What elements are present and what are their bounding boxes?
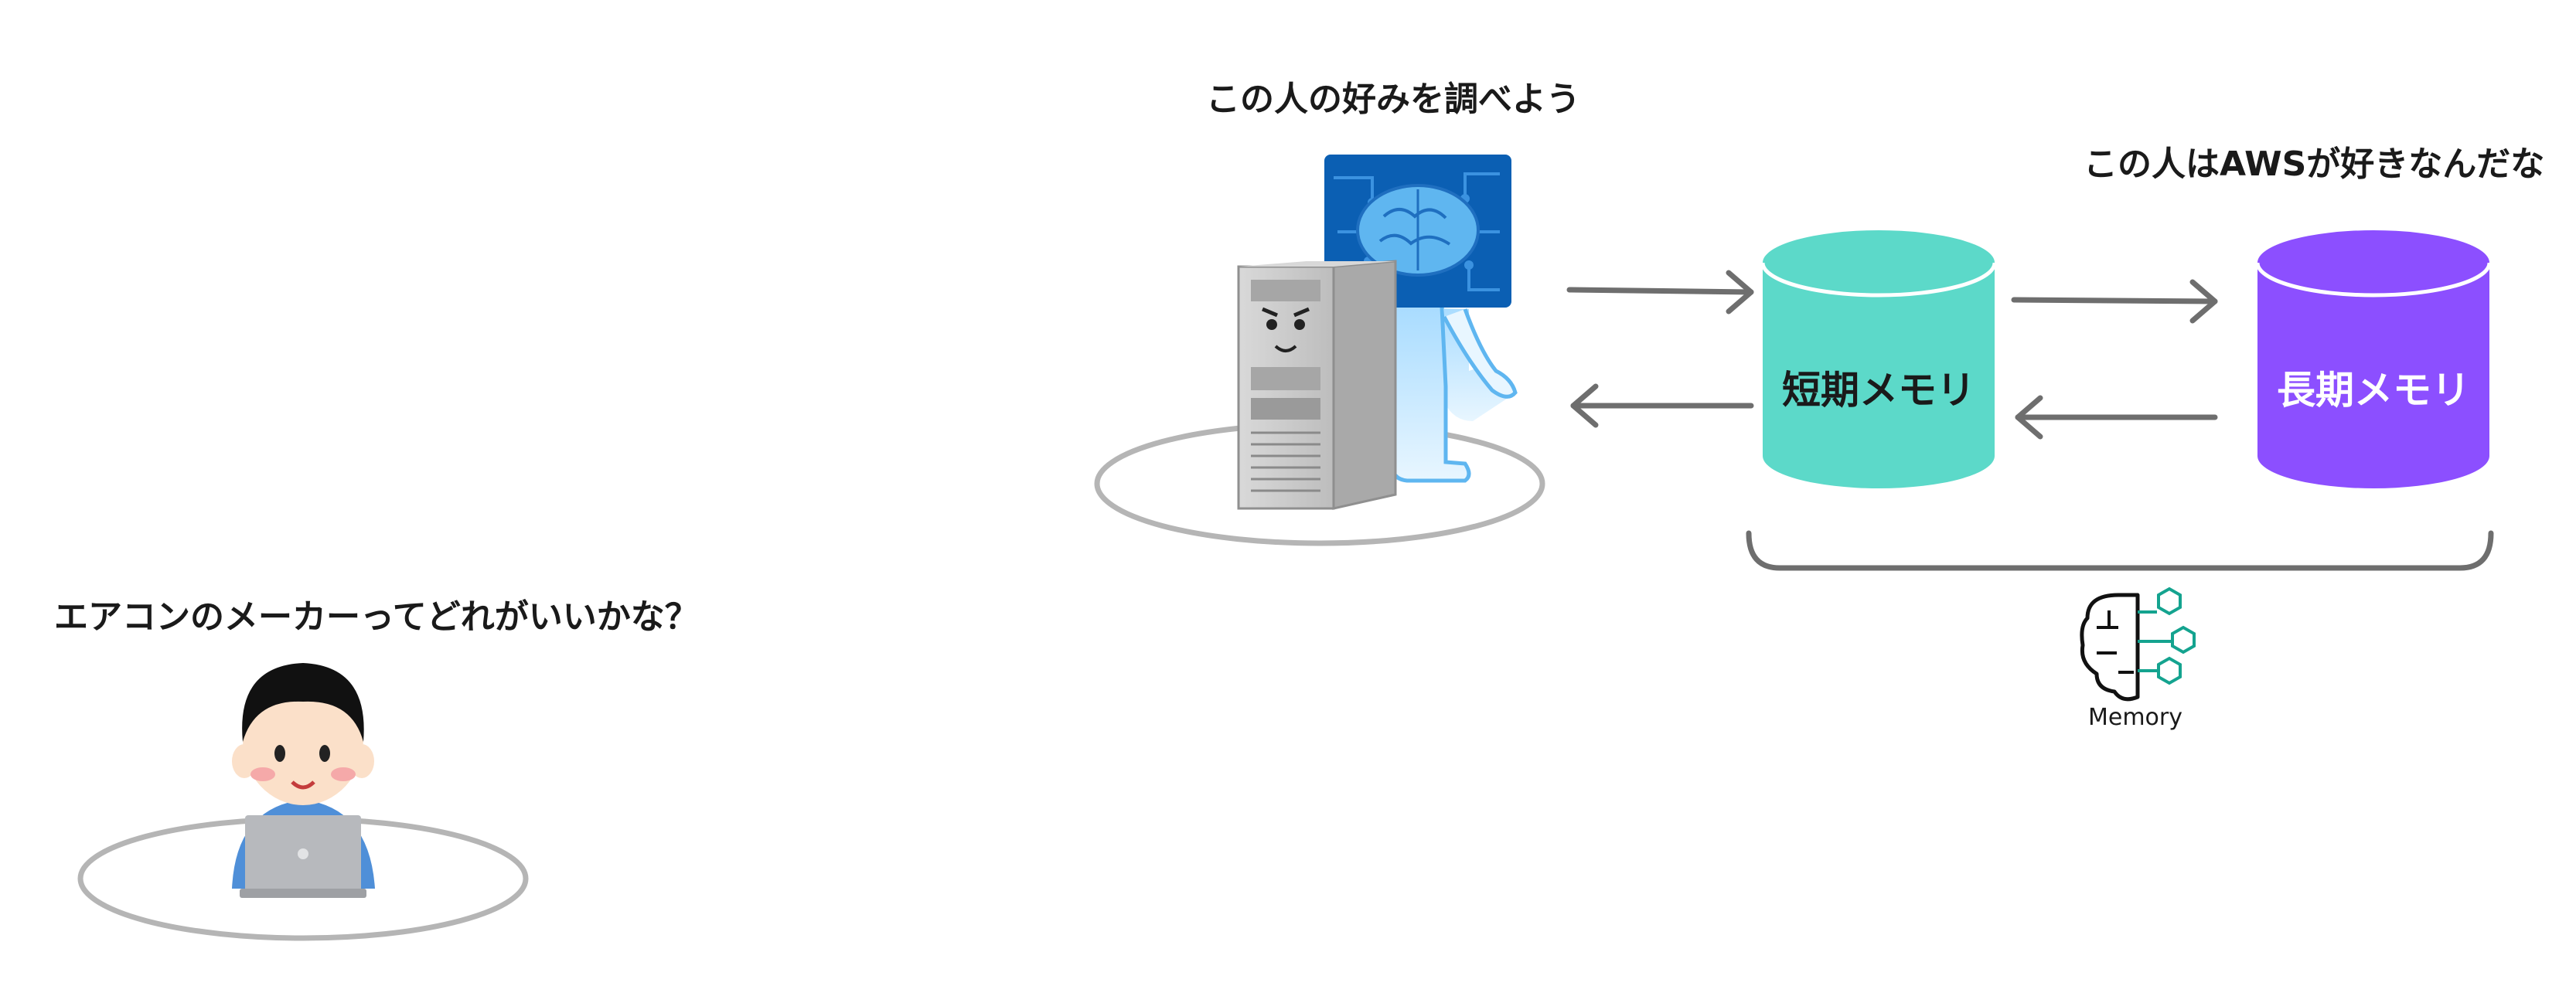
agent-insight-caption: この人はAWSが好きなんだな [2084,144,2545,184]
agent-thought-caption: この人の好みを調べよう [1206,80,1580,119]
arrow-short-term-to-agent [1570,383,1754,428]
user-illustration [77,663,529,941]
arrow-agent-to-short-term [1566,270,1754,314]
memory-bracket [1746,530,2494,571]
short-term-memory-db [1760,230,1997,488]
long-term-memory-db [2255,230,2492,488]
agent-figure [1392,308,1514,421]
arrows [1566,270,2218,440]
memory-brain-icon [2080,586,2196,702]
user-hair [242,663,364,742]
server-icon [1237,260,1397,510]
brain-icon [1356,184,1480,277]
agent-illustration [1094,155,1545,546]
long-term-memory-label: 長期メモリ [2277,368,2470,413]
arrow-short-to-long-term [2011,279,2218,324]
arrow-long-to-short-term [2015,395,2218,440]
memory-badge-label: Memory [2088,704,2182,731]
short-term-memory-label: 短期メモリ [1782,368,1975,413]
user-question-caption: エアコンのメーカーってどれがいいかな？ [54,597,699,637]
